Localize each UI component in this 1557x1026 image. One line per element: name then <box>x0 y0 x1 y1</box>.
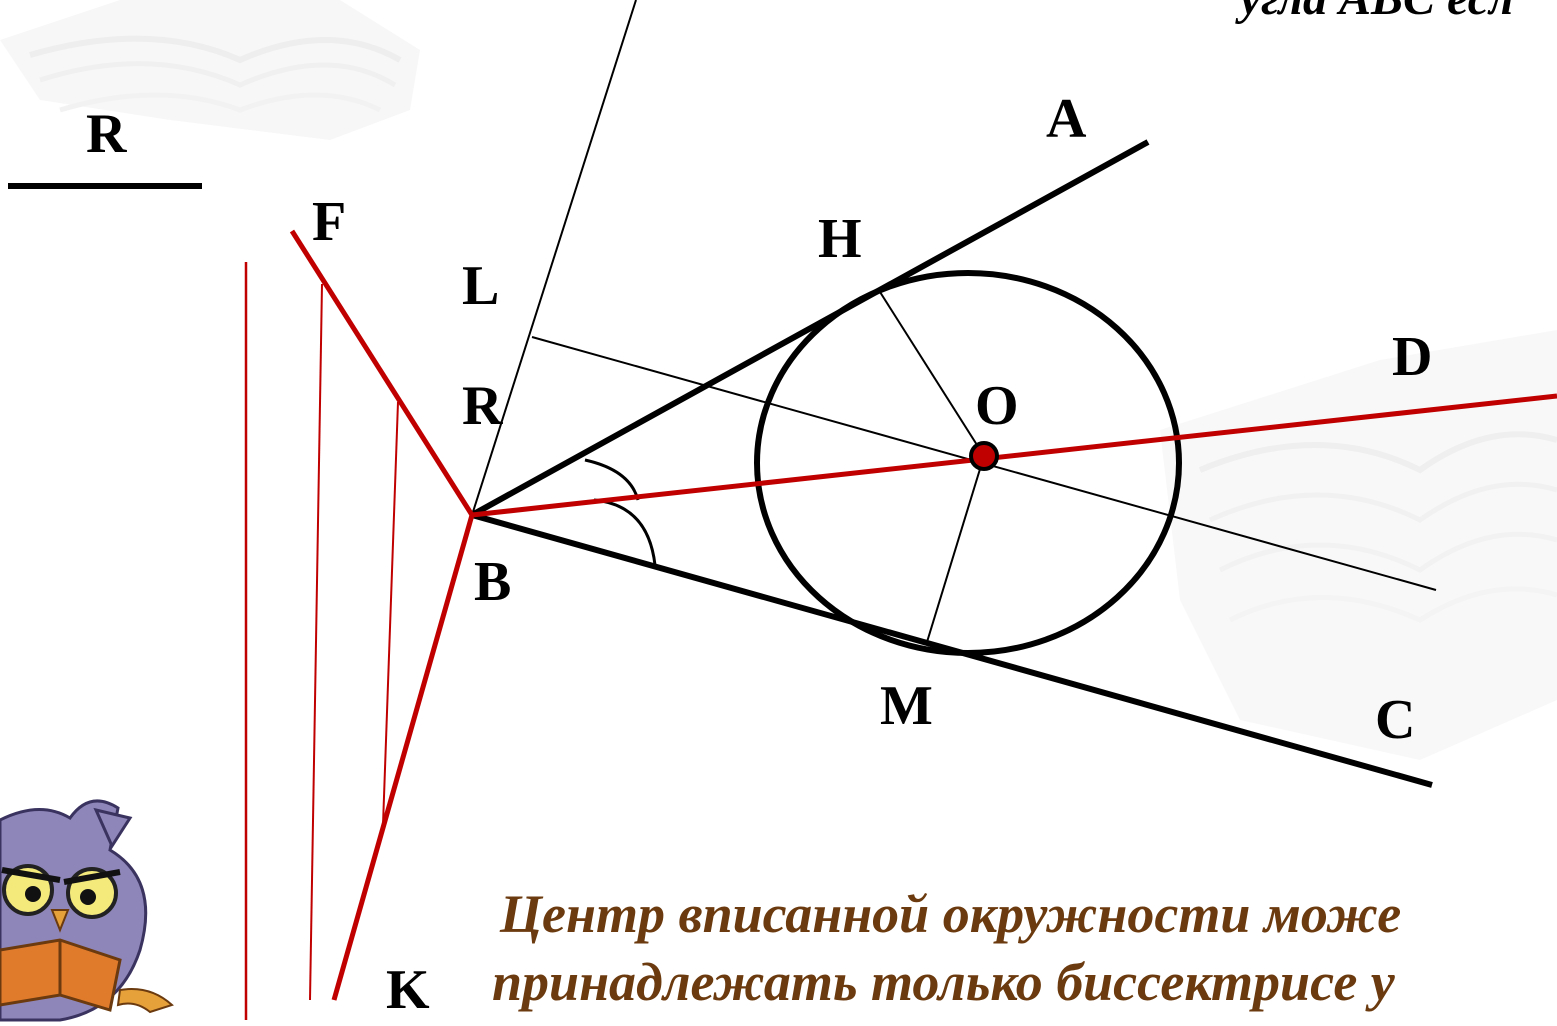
label-r-top: R <box>86 103 127 165</box>
ray-bk <box>331 514 475 1001</box>
book-watermark-top-left <box>0 0 420 140</box>
aux-red-line-1 <box>309 283 323 1001</box>
label-o: O <box>975 375 1019 437</box>
label-h: H <box>818 208 862 270</box>
radius-om <box>926 455 985 643</box>
label-b: B <box>474 551 511 613</box>
label-l: L <box>462 255 499 317</box>
label-k: K <box>386 959 430 1021</box>
label-c: C <box>1375 689 1415 751</box>
radius-oh <box>879 291 985 457</box>
bisector-bd <box>471 393 1557 518</box>
center-point-o <box>969 441 999 471</box>
label-f: F <box>312 191 346 253</box>
top-cut-text: угла ABC есл <box>1235 0 1514 25</box>
book-watermark-right <box>1160 330 1557 760</box>
aux-red-line-2 <box>382 401 399 826</box>
owl-reading-book-icon <box>0 799 174 1022</box>
label-m: M <box>880 675 933 737</box>
label-d: D <box>1392 326 1432 388</box>
ray-ba <box>470 139 1150 518</box>
ray-bf <box>289 229 475 517</box>
line-bl <box>471 0 637 516</box>
caption-line-2: принадлежать только биссектрисе у <box>492 952 1396 1012</box>
caption-line-1: Центр вписанной окружности може <box>499 884 1401 944</box>
label-a: A <box>1046 88 1087 150</box>
inscribed-circle <box>754 270 1182 656</box>
label-r: R <box>462 375 503 437</box>
angle-arc-upper <box>584 458 640 501</box>
